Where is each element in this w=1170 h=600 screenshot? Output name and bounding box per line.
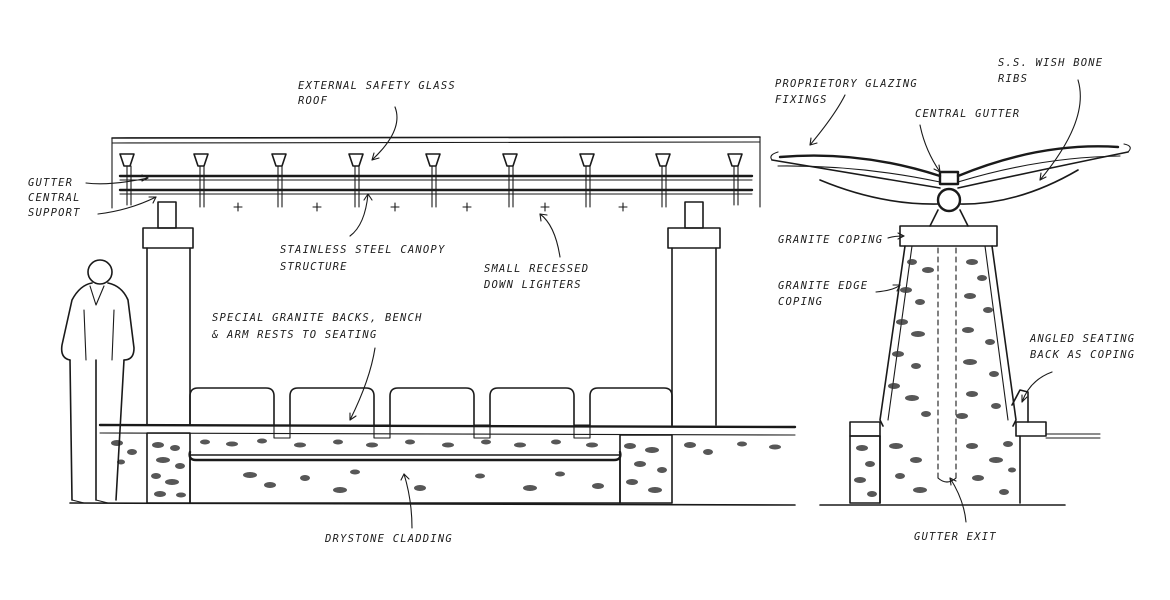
label-gutter-exit: GUTTER EXIT	[914, 531, 997, 543]
label-edge-line2: COPING	[778, 296, 823, 308]
granite-pier	[849, 225, 1101, 504]
label-edge-line1: GRANITE EDGE	[778, 280, 868, 292]
roof-support-3	[271, 153, 287, 208]
label-angled-line1: ANGLED SEATING	[1029, 333, 1135, 345]
wishbone-roof	[770, 143, 1131, 227]
roof-support-1	[119, 153, 135, 206]
label-central-gutter: CENTRAL GUTTER	[915, 108, 1020, 120]
label-drystone: DRYSTONE CLADDING	[324, 533, 453, 545]
roof-support-4	[348, 153, 364, 208]
down-lighters	[233, 202, 628, 212]
roof-support-8	[655, 153, 671, 208]
label-gutter-line2: CENTRAL	[28, 192, 81, 204]
label-lighters-line2: DOWN LIGHTERS	[483, 279, 582, 291]
drystone-cladding-section	[854, 259, 1016, 497]
roof-support-2	[193, 153, 209, 208]
label-wishbone-line1: S.S. WISH BONE	[998, 57, 1103, 69]
label-glazing-line1: PROPRIETORY GLAZING	[775, 78, 918, 90]
human-scale-figure	[60, 259, 135, 504]
roof-support-6	[502, 153, 518, 208]
label-roof-line2: ROOF	[298, 95, 328, 107]
label-angled-line2: BACK AS COPING	[1030, 349, 1135, 361]
label-granite-line1: SPECIAL GRANITE BACKS, BENCH	[212, 312, 423, 324]
label-lighters-line1: SMALL RECESSED	[484, 263, 589, 275]
leader-lines-section	[809, 79, 1081, 523]
side-section	[770, 79, 1131, 523]
label-canopy-line1: STAINLESS STEEL CANOPY	[280, 244, 445, 256]
roof-support-9	[727, 153, 743, 206]
label-glazing-line2: FIXINGS	[775, 94, 828, 106]
roof-support-5	[425, 153, 441, 208]
canopy-structure	[119, 153, 743, 208]
label-wishbone-line2: RIBS	[998, 73, 1028, 85]
label-roof-line1: EXTERNAL SAFETY GLASS	[298, 80, 456, 92]
left-column	[142, 201, 194, 426]
label-gutter-line3: SUPPORT	[28, 207, 81, 219]
front-elevation	[60, 106, 797, 529]
right-column	[667, 201, 721, 426]
leader-lines-front	[85, 106, 561, 529]
annotations: EXTERNAL SAFETY GLASS ROOF GUTTER CENTRA…	[28, 57, 1135, 545]
roof-support-7	[579, 153, 595, 208]
label-granite-coping: GRANITE COPING	[778, 234, 883, 246]
seat-base	[98, 423, 797, 504]
granite-bench-backs	[189, 387, 673, 439]
label-canopy-line2: STRUCTURE	[280, 261, 348, 273]
drystone-cladding-front	[111, 438, 781, 498]
label-granite-line2: & ARM RESTS TO SEATING	[211, 329, 377, 341]
label-gutter-line1: GUTTER	[28, 177, 73, 189]
